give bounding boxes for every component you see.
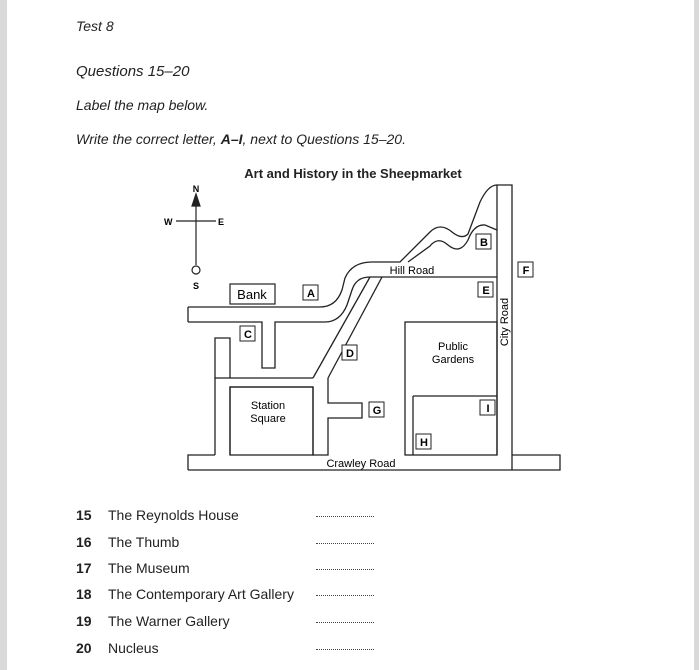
answer-blank[interactable] bbox=[316, 649, 374, 650]
answer-blank[interactable] bbox=[316, 622, 374, 623]
instruction-suffix: , next to Questions 15–20. bbox=[242, 131, 406, 147]
question-text: The Warner Gallery bbox=[108, 613, 230, 629]
marker-d: D bbox=[346, 348, 354, 360]
question-row: 20 Nucleus bbox=[76, 640, 374, 656]
map-title: Art and History in the Sheepmarket bbox=[244, 166, 462, 181]
question-text: The Museum bbox=[108, 560, 190, 576]
marker-a: A bbox=[307, 288, 315, 300]
city-road bbox=[496, 184, 513, 455]
compass-w: W bbox=[164, 217, 173, 227]
answer-blank[interactable] bbox=[316, 516, 374, 517]
question-number: 18 bbox=[76, 586, 92, 602]
public-gardens-line1: Public bbox=[438, 341, 468, 353]
page-frame-right bbox=[694, 0, 699, 670]
instruction-write-letter: Write the correct letter, A–I, next to Q… bbox=[76, 131, 406, 147]
answer-blank[interactable] bbox=[316, 569, 374, 570]
compass-n: N bbox=[193, 184, 200, 194]
question-row: 15 The Reynolds House bbox=[76, 507, 374, 523]
question-number: 19 bbox=[76, 613, 92, 629]
hill-road-label: Hill Road bbox=[390, 265, 435, 277]
marker-c: C bbox=[244, 329, 252, 341]
compass-s: S bbox=[193, 281, 199, 291]
question-number: 20 bbox=[76, 640, 92, 656]
sheepmarket-map: Art and History in the Sheepmarket N S E… bbox=[164, 166, 561, 471]
station-square-block bbox=[229, 386, 314, 456]
answer-blank[interactable] bbox=[316, 543, 374, 544]
road-network bbox=[187, 184, 561, 471]
test-label: Test 8 bbox=[76, 18, 114, 34]
marker-f: F bbox=[523, 265, 530, 277]
question-text: Nucleus bbox=[108, 640, 159, 656]
question-row: 19 The Warner Gallery bbox=[76, 613, 374, 629]
station-square-line2: Square bbox=[250, 413, 285, 425]
public-gardens-block bbox=[404, 321, 498, 456]
marker-h: H bbox=[420, 437, 428, 449]
marker-b: B bbox=[480, 237, 488, 249]
compass-e: E bbox=[218, 217, 224, 227]
question-text: The Thumb bbox=[108, 534, 180, 550]
crawley-road-label: Crawley Road bbox=[326, 458, 395, 470]
marker-e: E bbox=[482, 285, 489, 297]
hill-road bbox=[188, 276, 497, 369]
question-text: The Reynolds House bbox=[108, 507, 239, 523]
question-number: 15 bbox=[76, 507, 92, 523]
marker-i: I bbox=[486, 403, 489, 415]
marker-g: G bbox=[373, 405, 382, 417]
letter-markers: A B C D E F G H I bbox=[239, 233, 534, 450]
question-range-heading: Questions 15–20 bbox=[76, 63, 190, 80]
bank-label: Bank bbox=[237, 287, 267, 302]
instruction-label-map: Label the map below. bbox=[76, 97, 209, 113]
instruction-prefix: Write the correct letter, bbox=[76, 131, 221, 147]
page-frame-left bbox=[0, 0, 7, 670]
crawley-road bbox=[188, 454, 561, 471]
city-road-label: City Road bbox=[499, 298, 511, 346]
answer-blank[interactable] bbox=[316, 595, 374, 596]
question-row: 18 The Contemporary Art Gallery bbox=[76, 586, 374, 602]
instruction-letter-range: A–I bbox=[220, 131, 243, 147]
compass-icon bbox=[176, 192, 216, 275]
bank-box bbox=[229, 283, 276, 305]
question-row: 17 The Museum bbox=[76, 560, 374, 576]
public-gardens-line2: Gardens bbox=[432, 354, 475, 366]
question-number: 17 bbox=[76, 560, 92, 576]
station-square-line1: Station bbox=[251, 400, 285, 412]
question-row: 16 The Thumb bbox=[76, 534, 374, 550]
question-number: 16 bbox=[76, 534, 92, 550]
question-text: The Contemporary Art Gallery bbox=[108, 586, 294, 602]
